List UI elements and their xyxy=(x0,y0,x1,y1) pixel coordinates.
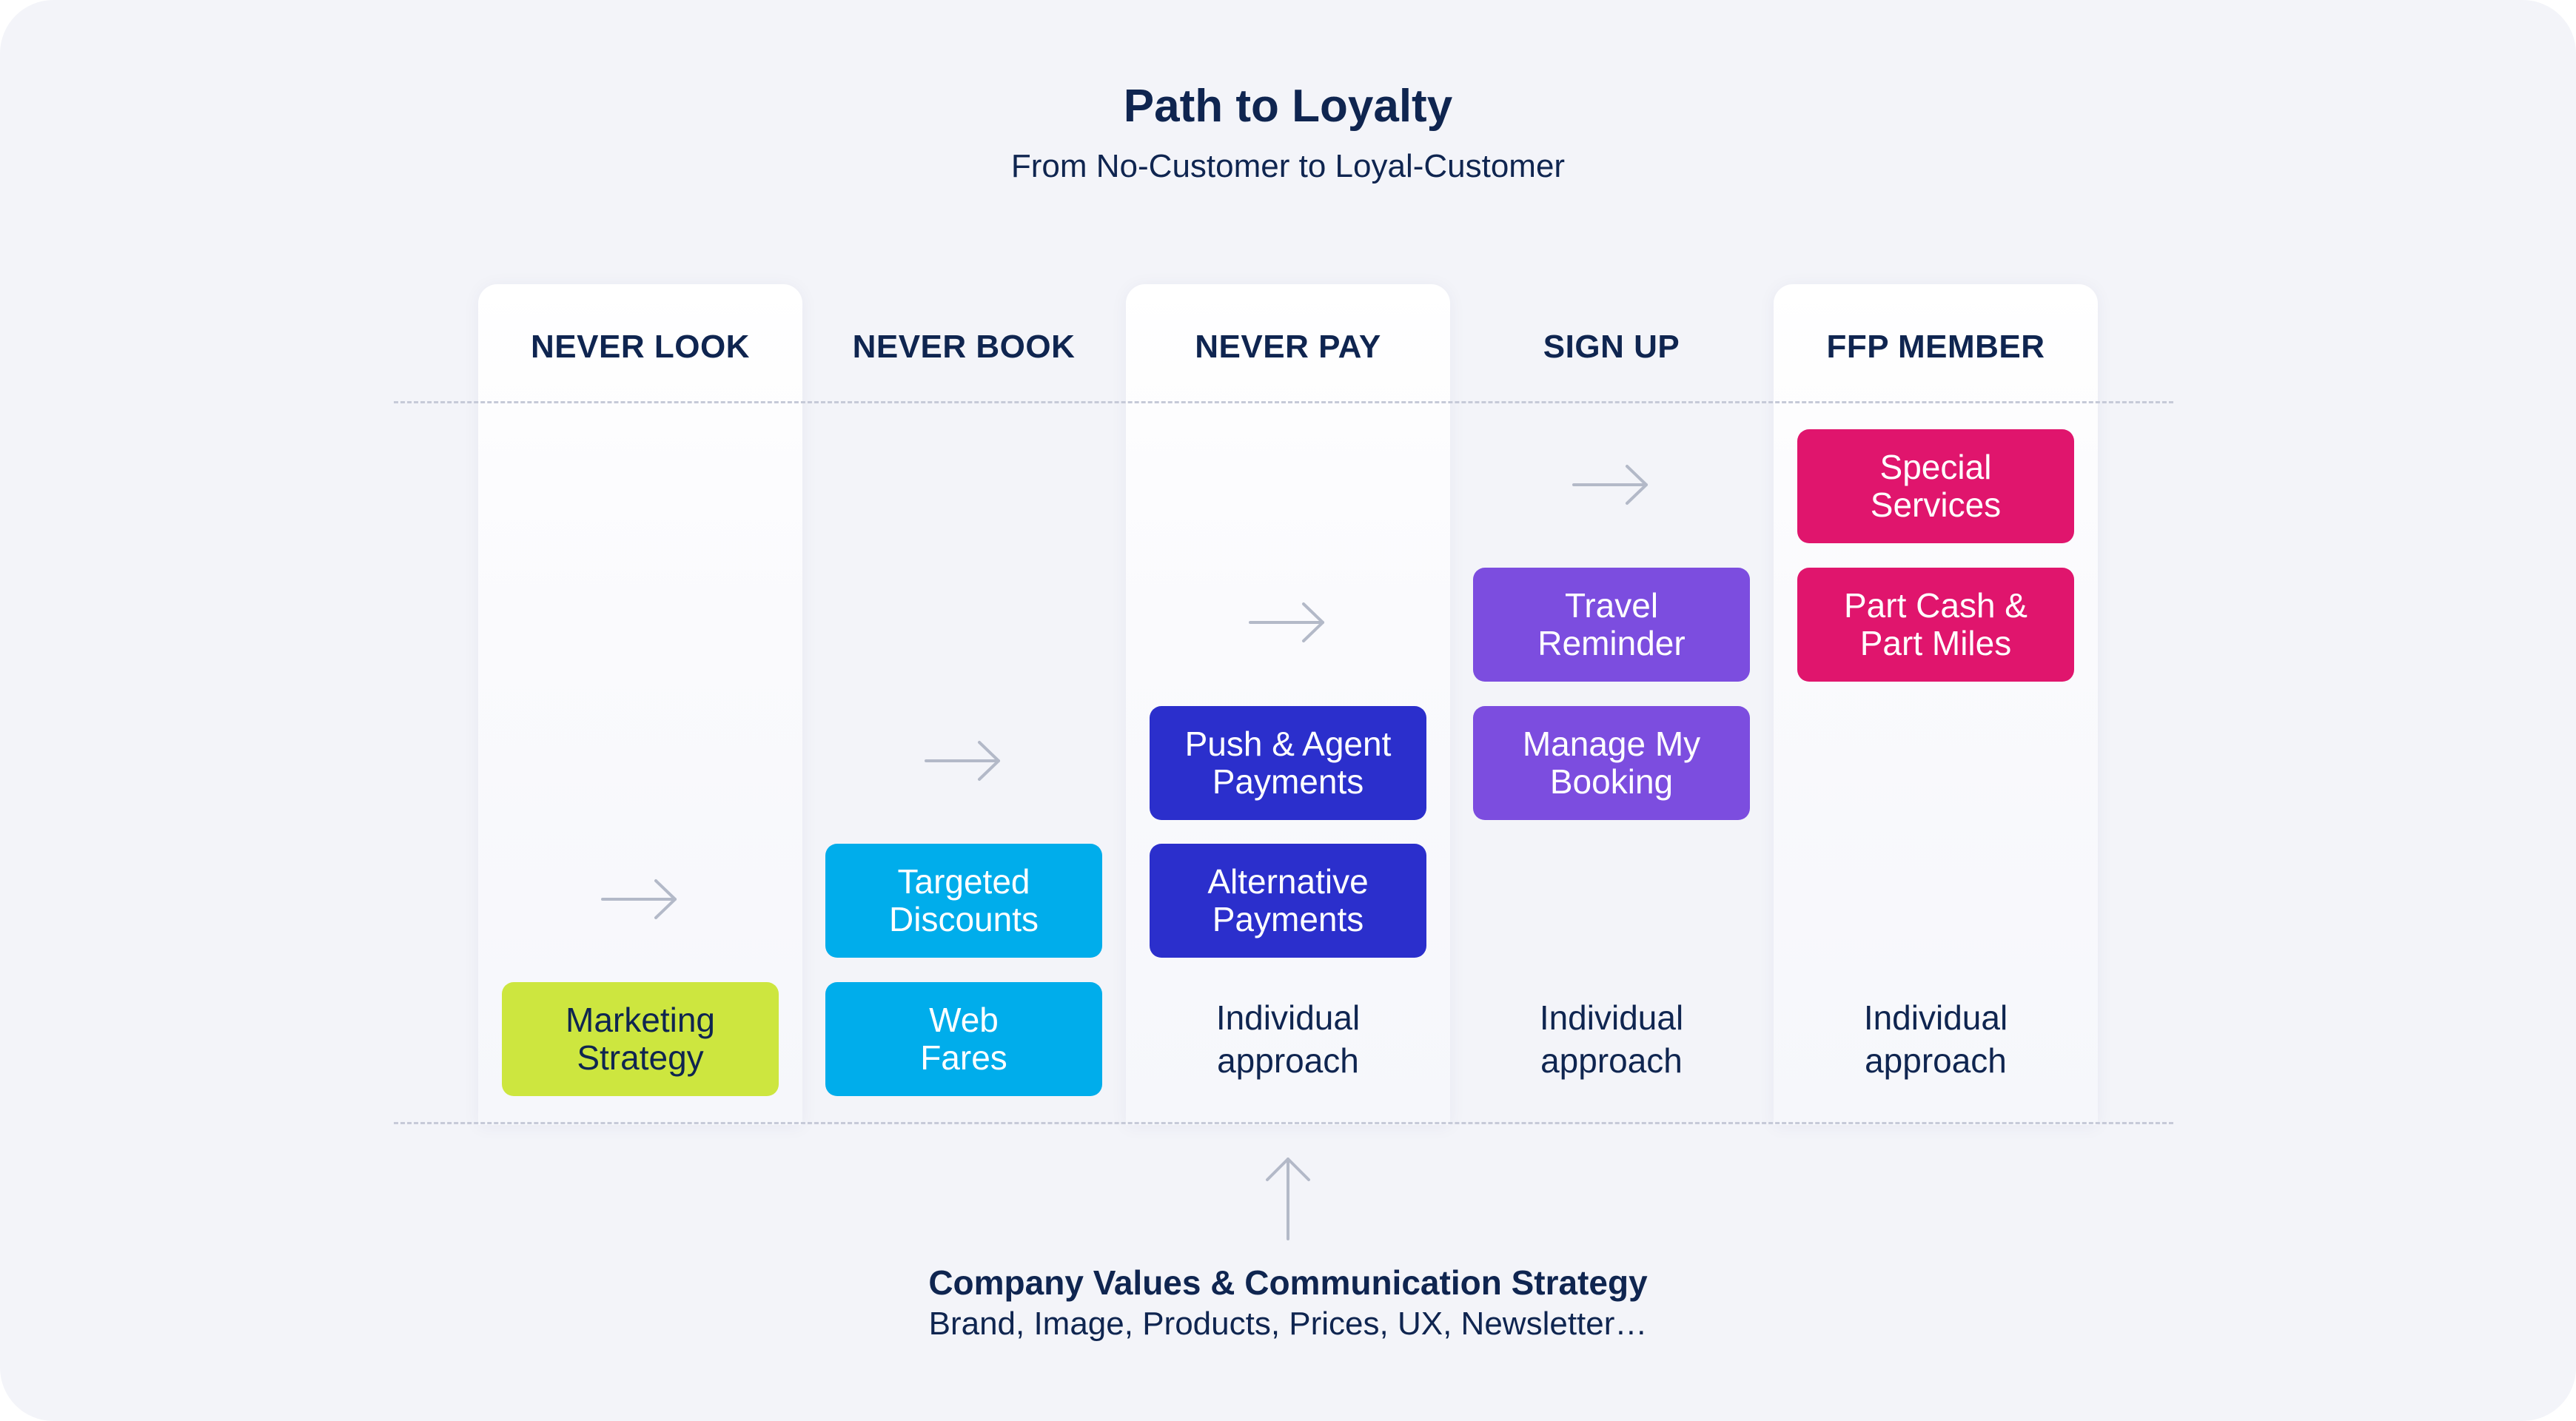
stage-header: FFP MEMBER xyxy=(1826,329,2045,365)
diagram-subtitle: From No-Customer to Loyal-Customer xyxy=(1010,148,1566,184)
box-part-cash-part-miles: Part Cash &Part Miles xyxy=(1797,568,2074,682)
stage-header: NEVER BOOK xyxy=(852,329,1076,365)
arrow-right-icon xyxy=(1249,602,1324,642)
stage-header: NEVER LOOK xyxy=(531,329,750,365)
foundation-subtitle: Brand, Image, Products, Prices, UX, News… xyxy=(928,1306,1648,1342)
arrow-right-icon xyxy=(1572,465,1648,505)
foundation-title: Company Values & Communication Strategy xyxy=(928,1263,1648,1302)
arrow-right-icon xyxy=(925,741,1000,781)
stage-column-never-pay: NEVER PAY xyxy=(1126,284,1450,1125)
arrow-up-icon xyxy=(1266,1158,1310,1240)
stage-column-sign-up: SIGN UP xyxy=(1449,284,1774,1125)
header-divider xyxy=(394,401,2173,403)
stage-column-ffp-member: FFP MEMBER xyxy=(1774,284,2098,1125)
stage-header: SIGN UP xyxy=(1543,329,1680,365)
foundation-divider xyxy=(394,1122,2173,1124)
diagram-title: Path to Loyalty xyxy=(1123,81,1453,132)
stage-column-never-book: NEVER BOOK xyxy=(802,284,1126,1125)
arrow-right-icon xyxy=(601,879,677,919)
stage-header: NEVER PAY xyxy=(1195,329,1381,365)
